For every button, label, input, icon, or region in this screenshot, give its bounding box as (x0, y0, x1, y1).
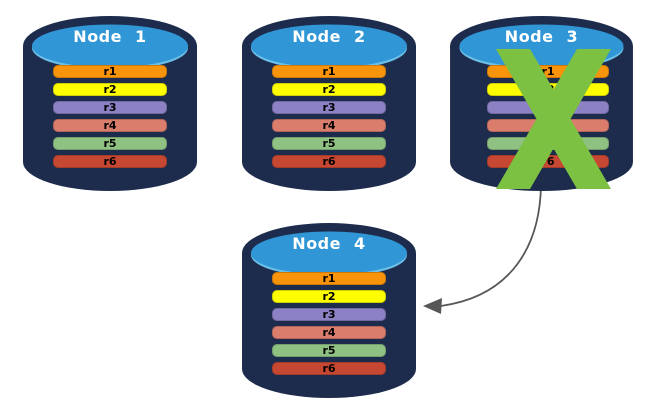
replica-row-label: r3 (322, 101, 336, 114)
replica-row-r6: r6 (272, 155, 386, 168)
node-title: Node 3 (504, 27, 579, 46)
node-title: Node 1 (73, 27, 147, 46)
replica-row-label: r4 (322, 119, 336, 132)
replica-row-label: r4 (322, 326, 336, 339)
replica-row-label: r5 (322, 344, 336, 357)
node-title: Node 4 (292, 234, 366, 253)
replica-row-label: r1 (322, 65, 336, 78)
replica-row-r5: r5 (53, 137, 167, 150)
replica-row-label: r6 (322, 155, 336, 168)
failover-arrow-head-icon (423, 298, 442, 314)
replica-row-label: r2 (103, 83, 117, 96)
replica-row-label: r3 (322, 308, 336, 321)
replica-rows: r1 r2 r3 r4 r5 r6 (53, 65, 167, 168)
replica-row-r6: r6 (53, 155, 167, 168)
replica-row-label: r5 (322, 137, 336, 150)
failure-x-icon (496, 49, 611, 189)
replica-row-label: r2 (322, 290, 336, 303)
replica-row-label: r1 (103, 65, 117, 78)
replica-row-r3: r3 (53, 101, 167, 114)
replica-row-r2: r2 (272, 290, 386, 303)
replica-row-label: r4 (103, 119, 117, 132)
replica-row-label: r1 (322, 272, 336, 285)
node-4-cylinder: Node 4 r1 r2 r3 r4 r5 r6 (241, 215, 417, 399)
replica-row-r1: r1 (272, 272, 386, 285)
replica-row-r4: r4 (53, 119, 167, 132)
replica-row-r2: r2 (272, 83, 386, 96)
replica-row-r2: r2 (53, 83, 167, 96)
replica-row-r6: r6 (272, 362, 386, 375)
node-1-cylinder: Node 1 r1 r2 r3 r4 r5 r6 (22, 8, 198, 192)
replica-row-r3: r3 (272, 308, 386, 321)
replica-row-r5: r5 (272, 344, 386, 357)
replica-row-label: r6 (103, 155, 117, 168)
replica-row-label: r2 (322, 83, 336, 96)
replica-row-r4: r4 (272, 119, 386, 132)
replica-row-r1: r1 (53, 65, 167, 78)
node-2-cylinder: Node 2 r1 r2 r3 r4 r5 r6 (241, 8, 417, 192)
replica-row-label: r6 (322, 362, 336, 375)
replica-row-label: r5 (103, 137, 117, 150)
replica-row-r5: r5 (272, 137, 386, 150)
replica-row-label: r3 (103, 101, 117, 114)
replica-rows: r1 r2 r3 r4 r5 r6 (272, 65, 386, 168)
replica-row-r3: r3 (272, 101, 386, 114)
replica-row-r4: r4 (272, 326, 386, 339)
node-title: Node 2 (292, 27, 366, 46)
failover-arrow-line (440, 184, 542, 307)
replica-row-r1: r1 (272, 65, 386, 78)
replica-rows: r1 r2 r3 r4 r5 r6 (272, 272, 386, 375)
